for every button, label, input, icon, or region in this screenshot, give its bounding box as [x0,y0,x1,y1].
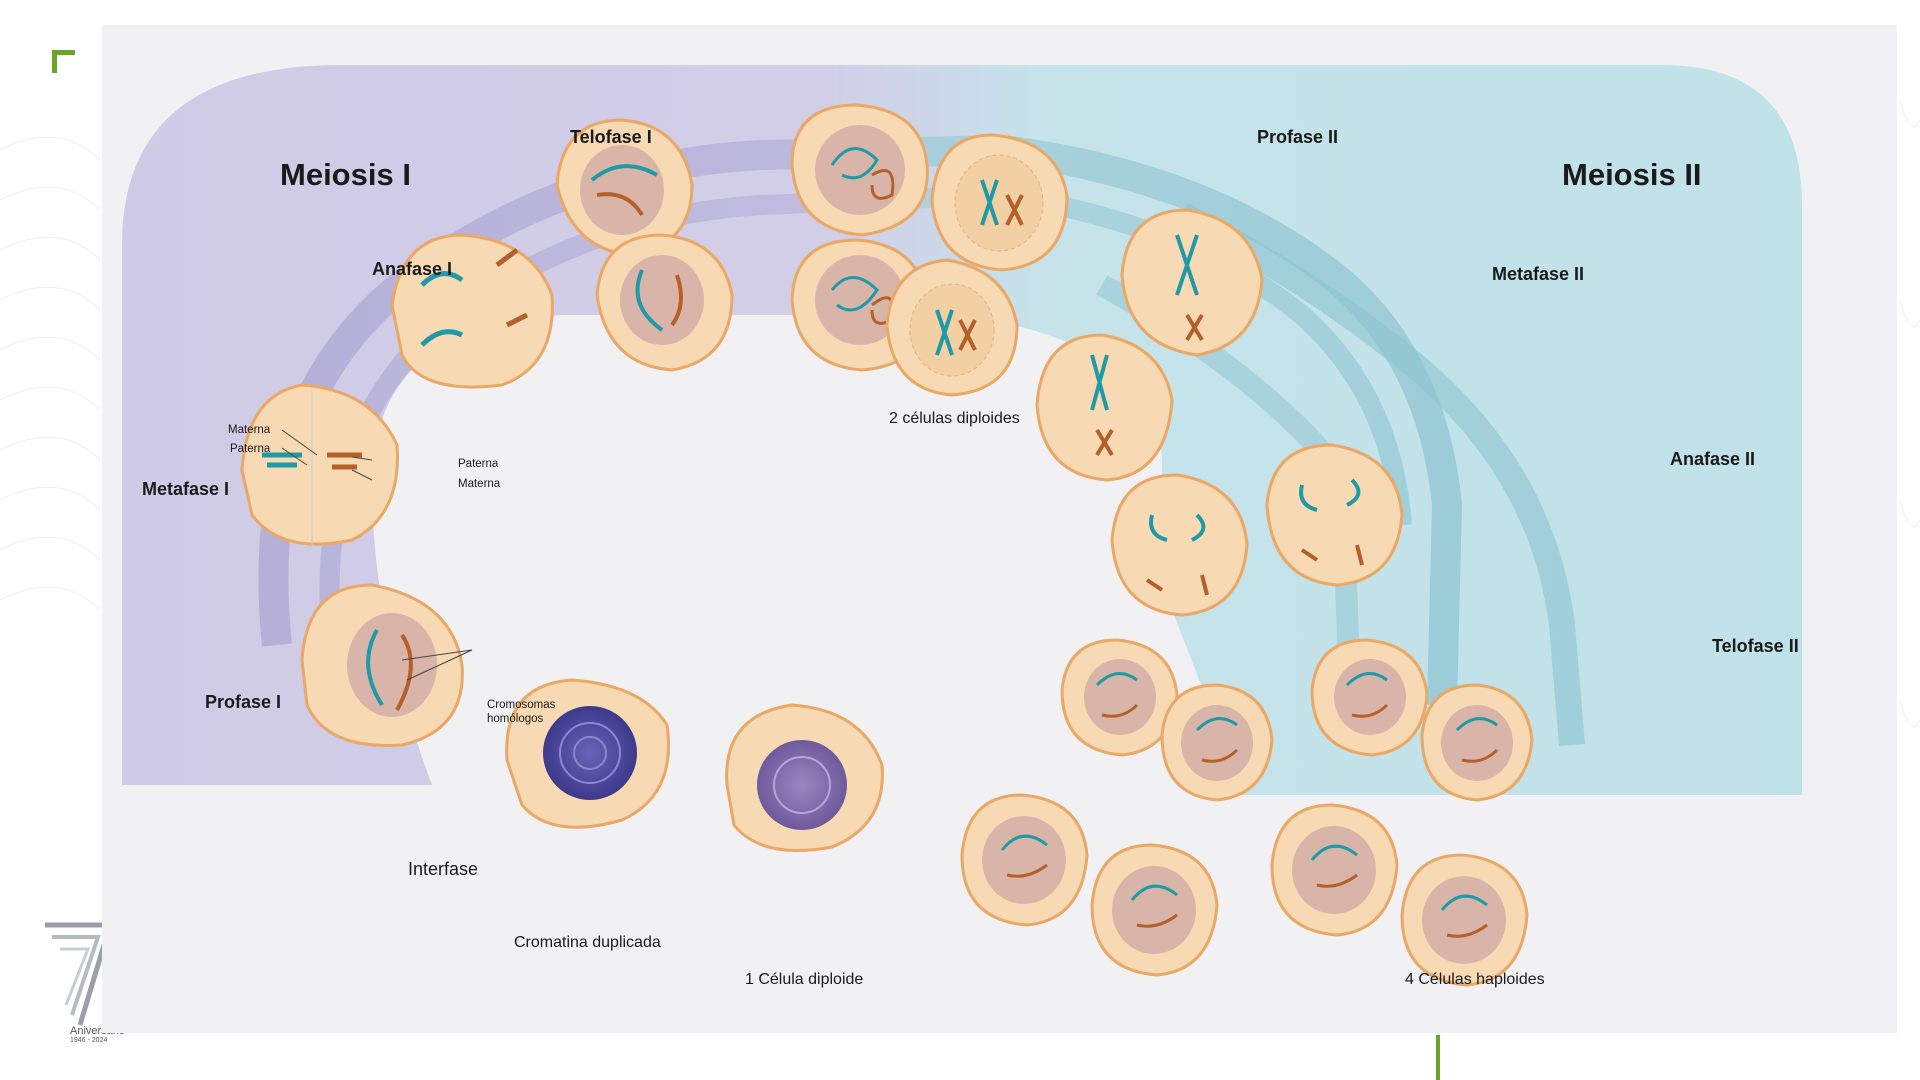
cell-haploid-2 [1090,843,1219,977]
cell-interfase-duplicated [505,678,671,829]
meiosis-diagram: Meiosis I Meiosis II Telofase I Anafase … [122,65,1802,988]
annotation-paterna-right: Paterna [458,458,499,470]
track-outer [319,184,1412,646]
label-profase2: Profase II [1257,127,1338,147]
accent-line [1436,1035,1440,1080]
annotation-homologos: homólogos [487,713,544,725]
logo-years: 1946 - 2024 [70,1037,108,1044]
cell-telofase2-a [1060,638,1179,757]
caption-cuatro-celulas: 4 Células haploides [1405,971,1545,988]
cell-diploid-top [790,103,929,237]
cell-profase2-top [930,133,1069,272]
annotation-lines [281,429,473,681]
cell-metafase1 [240,383,399,546]
cell-telofase1-top [555,118,694,257]
cell-telofase2-c [1310,638,1429,757]
label-metafase2: Metafase II [1492,264,1584,284]
caption-una-celula: 1 Célula diploide [745,971,863,988]
annotation-materna-left: Materna [228,424,271,436]
label-telofase1: Telofase I [570,127,652,147]
cell-profase2-bottom [885,258,1019,397]
annotation-cromosomas: Cromosomas [487,699,556,711]
cell-metafase2-top [1120,208,1264,357]
cell-telofase2-d [1420,683,1534,802]
annotation-materna-right: Materna [458,478,501,490]
title-meiosis1: Meiosis I [280,157,411,192]
cell-anafase1 [390,233,554,389]
caption-dos-celulas: 2 células diploides [889,410,1020,427]
cell-metafase2-bottom [1035,333,1174,482]
cell-telofase1-bottom [595,233,734,372]
label-metafase1: Metafase I [142,479,229,499]
cell-haploid-4 [1400,853,1529,987]
label-interfase: Interfase [408,859,478,879]
cell-anafase2-left [1110,473,1249,617]
label-anafase1: Anafase I [372,259,452,279]
cell-profase1 [300,583,464,747]
cell-haploid-1 [960,793,1089,927]
cell-telofase2-b [1160,683,1274,802]
cell-anafase2-right [1265,443,1404,587]
cell-haploid-3 [1270,803,1399,937]
annotation-paterna-left: Paterna [230,443,271,455]
meiosis-band [122,65,1802,795]
cell-diploid-single [725,703,884,853]
track-right [1176,203,1585,747]
label-anafase2: Anafase II [1670,449,1755,469]
corner-accent [52,50,75,73]
title-meiosis2: Meiosis II [1562,157,1702,192]
caption-cromatina: Cromatina duplicada [514,934,661,951]
label-telofase2: Telofase II [1712,636,1799,656]
label-profase1: Profase I [205,692,281,712]
